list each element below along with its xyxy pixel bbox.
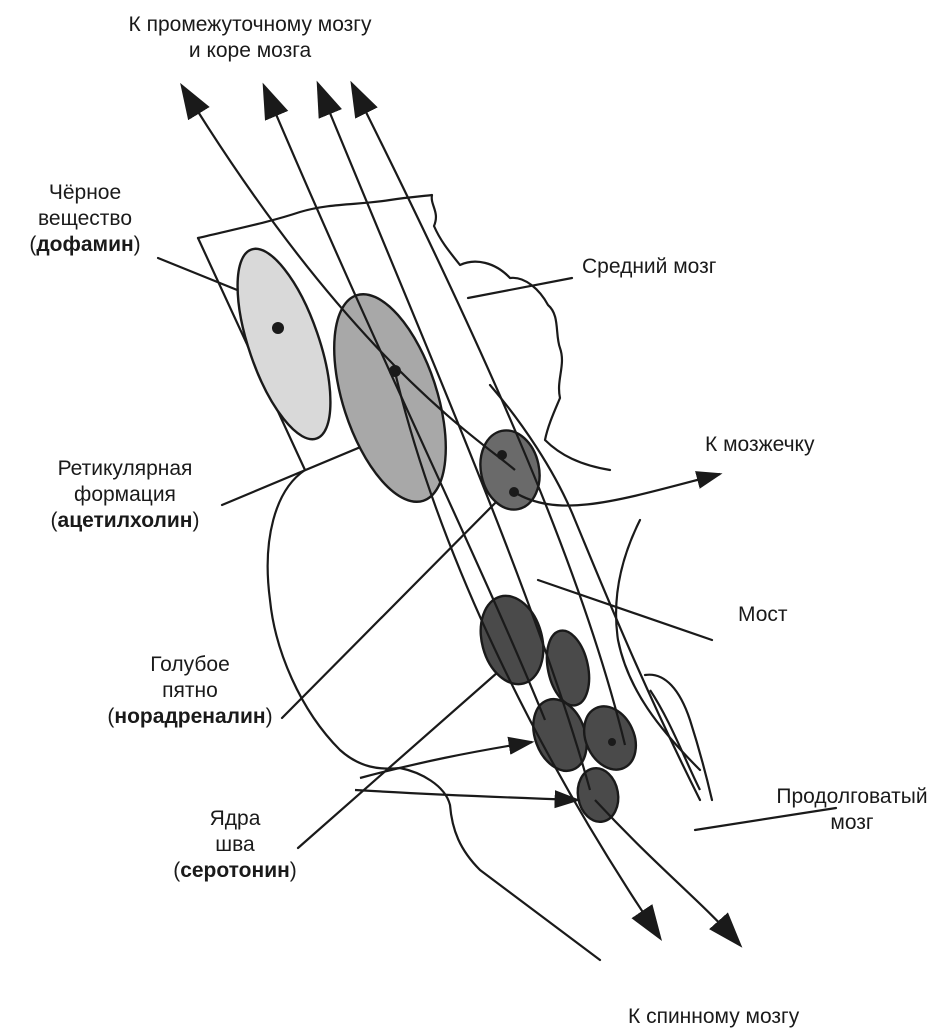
raphe-nuclei-label: Ядра шва (серотонин) bbox=[140, 806, 330, 884]
midbrain-label: Средний мозг bbox=[582, 254, 716, 280]
raphe-nucleus-4 bbox=[574, 698, 645, 778]
substantia-nigra-nucleus bbox=[218, 238, 349, 450]
medulla-line1: Продолговатый bbox=[758, 784, 946, 810]
substantia-dot bbox=[272, 322, 284, 334]
leader-midbrain bbox=[468, 278, 572, 298]
spinal-cord-label: К спинному мозгу bbox=[628, 1004, 799, 1030]
raphe-line1: Ядра bbox=[140, 806, 330, 832]
reticular-formation-nucleus bbox=[312, 281, 468, 515]
reticular-line2: формация bbox=[20, 482, 230, 508]
locus-line2: пятно bbox=[80, 678, 300, 704]
locus-neurotransmitter: норадреналин bbox=[114, 705, 265, 728]
paren-close: ) bbox=[134, 233, 141, 256]
raphe-line2: шва bbox=[140, 832, 330, 858]
reticular-line1: Ретикулярная bbox=[20, 456, 230, 482]
paren-close: ) bbox=[192, 509, 199, 532]
substantia-nigra-label: Чёрное вещество (дофамин) bbox=[0, 180, 170, 258]
paren-close: ) bbox=[290, 859, 297, 882]
medulla-bulge bbox=[645, 675, 712, 800]
paren-close: ) bbox=[266, 705, 273, 728]
raphe-neurotransmitter: серотонин bbox=[180, 859, 290, 882]
pons-label: Мост bbox=[738, 602, 788, 628]
raphe-nucleus-2 bbox=[541, 627, 596, 710]
raphe-nucleus-5 bbox=[574, 765, 623, 825]
locus-coeruleus-label: Голубое пятно (норадреналин) bbox=[80, 652, 300, 730]
top-label: К промежуточному мозгу и коре мозга bbox=[80, 12, 420, 64]
leader-reticular bbox=[222, 438, 382, 505]
reticular-neurotransmitter: ацетилхолин bbox=[58, 509, 193, 532]
top-label-line2: и коре мозга bbox=[80, 38, 420, 64]
raphe-dot bbox=[608, 738, 616, 746]
paren-open: ( bbox=[51, 509, 58, 532]
locus-line1: Голубое bbox=[80, 652, 300, 678]
leader-locus bbox=[282, 488, 510, 718]
arrow-raphe-b bbox=[355, 790, 578, 800]
arrow-medulla-inner bbox=[650, 690, 700, 790]
arrow-raphe-a bbox=[360, 742, 532, 778]
substantia-line2: вещество bbox=[0, 206, 170, 232]
cerebellum-label: К мозжечку bbox=[705, 432, 814, 458]
medulla-line2: мозг bbox=[758, 810, 946, 836]
top-label-line1: К промежуточному мозгу bbox=[80, 12, 420, 38]
reticular-formation-label: Ретикулярная формация (ацетилхолин) bbox=[20, 456, 230, 534]
substantia-line1: Чёрное bbox=[0, 180, 170, 206]
medulla-label: Продолговатый мозг bbox=[758, 784, 946, 836]
substantia-neurotransmitter: дофамин bbox=[36, 233, 133, 256]
